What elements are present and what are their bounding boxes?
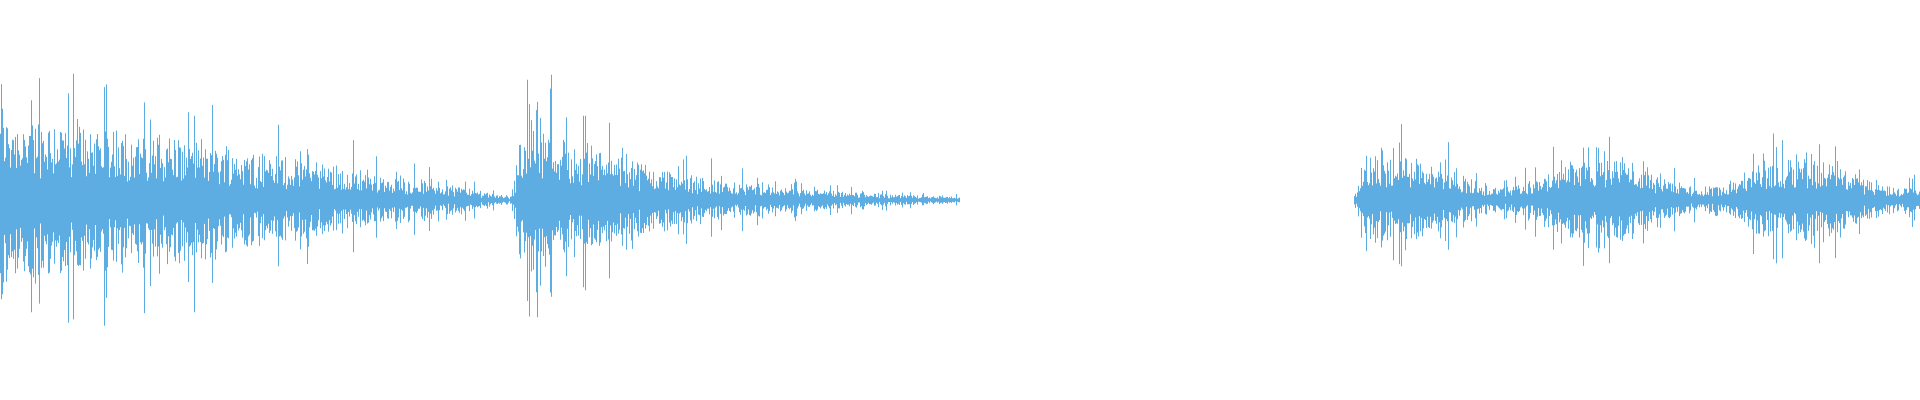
waveform-samples <box>0 73 1920 326</box>
